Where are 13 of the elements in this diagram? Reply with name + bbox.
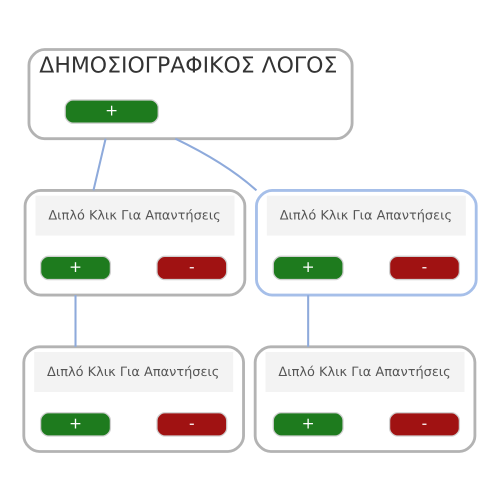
node-box: + — [272, 412, 344, 436]
node-box: + — [272, 255, 344, 280]
node-box: - — [388, 255, 460, 280]
node-box: - — [156, 255, 228, 280]
node-box: - — [156, 412, 228, 436]
node-box: - — [388, 412, 460, 436]
node-box: + — [40, 412, 112, 436]
node-box: + — [64, 98, 159, 124]
connector — [307, 294, 310, 346]
connector — [92, 138, 107, 190]
connector — [174, 137, 258, 191]
node-box: + — [40, 255, 112, 280]
connector — [74, 294, 77, 346]
